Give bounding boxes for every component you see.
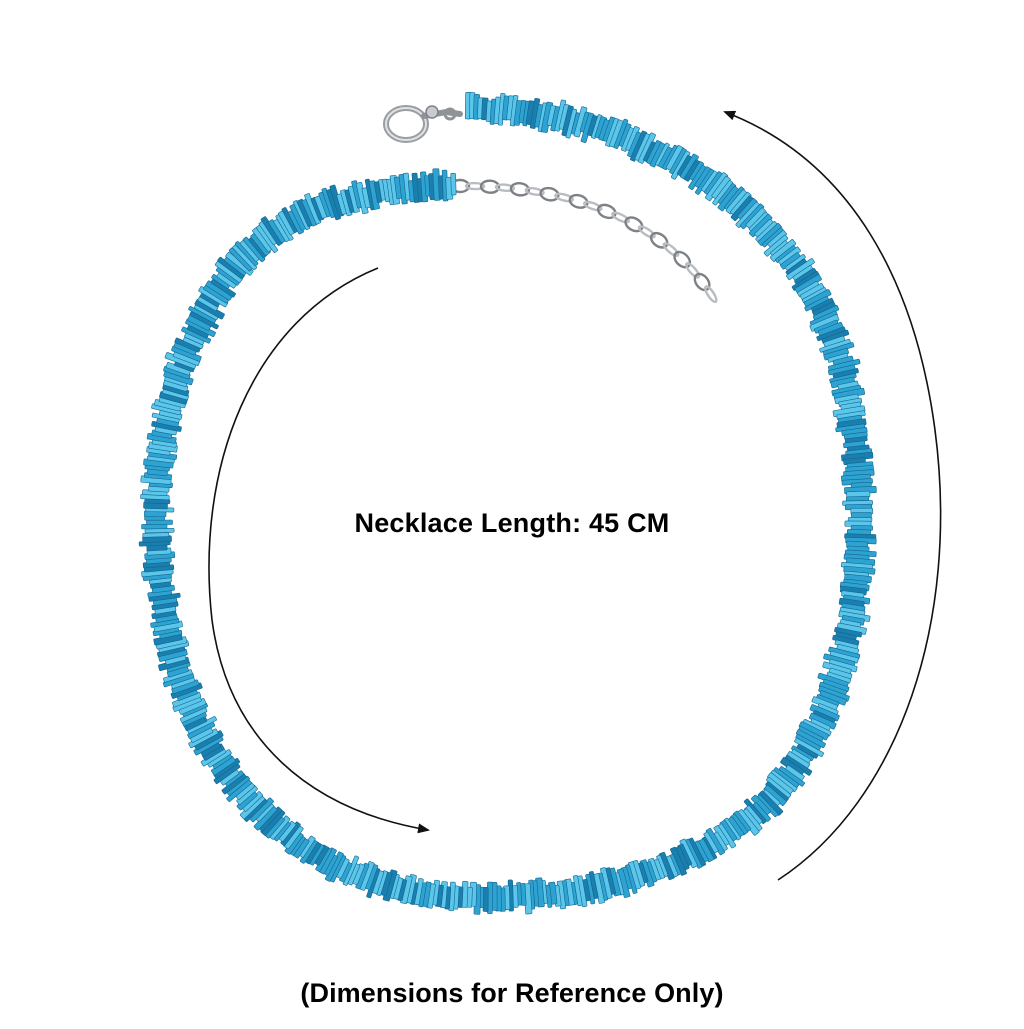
bead-strand	[138, 91, 877, 915]
chain-link	[611, 211, 631, 224]
chain-link	[554, 192, 575, 203]
chain-link	[479, 179, 501, 194]
chain-link	[673, 250, 692, 269]
chain-link	[637, 225, 656, 239]
clockwise-arrow-icon	[723, 110, 942, 881]
chain-link	[685, 262, 701, 279]
chain-link	[704, 285, 718, 304]
dimensions-disclaimer: (Dimensions for Reference Only)	[300, 978, 724, 1008]
counterclockwise-arrow-icon	[208, 267, 430, 834]
necklace-length-label: Necklace Length: 45 CM	[354, 508, 670, 538]
chain-link	[464, 181, 486, 191]
extension-chain-icon	[449, 178, 718, 304]
chain-link	[524, 186, 545, 197]
chain-link	[568, 193, 589, 209]
lobster-clasp-icon	[383, 105, 463, 143]
chain-link	[649, 231, 669, 249]
chain-link	[494, 183, 516, 192]
chain-link	[539, 186, 560, 202]
chain-link	[662, 242, 680, 258]
chain-link	[693, 272, 711, 292]
chain-link	[509, 182, 531, 197]
chain-link	[583, 200, 603, 212]
chain-link	[596, 203, 617, 220]
chain-link	[624, 216, 644, 233]
bead	[450, 172, 457, 196]
